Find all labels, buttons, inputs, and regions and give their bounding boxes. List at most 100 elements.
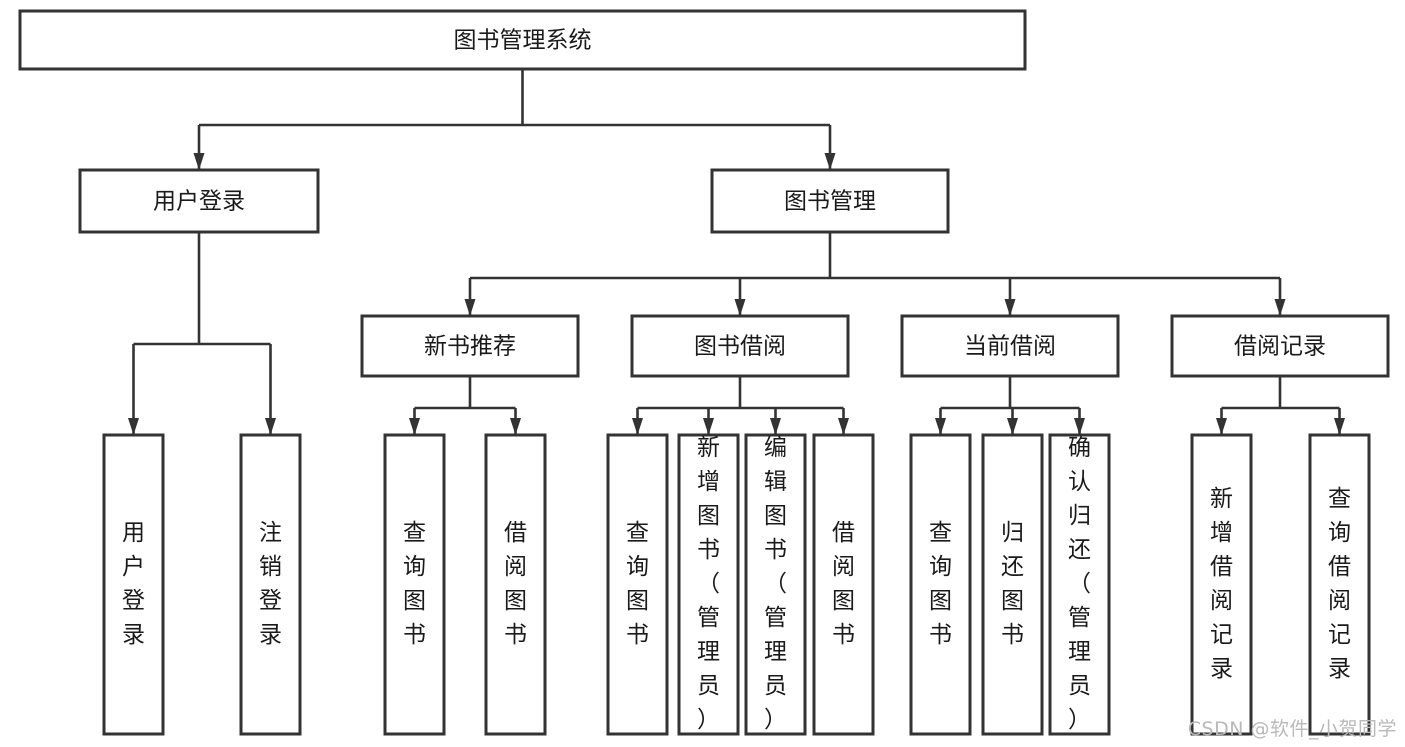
node-box-leaf-borrow-book-rec <box>484 433 547 736</box>
node-label-leaf-add-book-char-0: 新 <box>697 435 720 461</box>
node-box-leaf-user-logout <box>239 433 302 736</box>
arrow-head-icon <box>770 418 781 435</box>
node-label-leaf-borrow-book-rec-char-1: 阅 <box>504 554 527 580</box>
node-records[interactable]: 借阅记录 <box>1170 314 1390 378</box>
connector-group-root <box>193 69 836 170</box>
node-label-leaf-edit-book-char-8: ） <box>764 707 787 733</box>
node-box-leaf-query-record <box>1308 433 1371 736</box>
node-label-leaf-add-book-char-5: 管 <box>697 605 720 631</box>
node-label-leaf-add-record-char-1: 增 <box>1210 520 1233 546</box>
node-label-leaf-query-book-borrow-char-2: 图 <box>626 588 649 614</box>
node-label-leaf-add-book-char-2: 图 <box>697 503 720 529</box>
node-label-root: 图书管理系统 <box>454 28 592 54</box>
arrow-head-icon <box>1334 418 1345 435</box>
node-box-leaf-add-book <box>677 433 740 736</box>
node-label-leaf-borrow-book-char-1: 阅 <box>832 554 855 580</box>
node-label-leaf-add-record-char-3: 阅 <box>1210 588 1233 614</box>
node-box-bookmgmt <box>710 168 950 234</box>
arrow-head-icon <box>734 299 746 316</box>
connector-group-recommend <box>409 376 521 435</box>
node-label-leaf-user-logout-char-1: 销 <box>259 554 282 580</box>
node-label-leaf-query-record-char-3: 阅 <box>1328 588 1351 614</box>
node-label-leaf-return-book-char-3: 书 <box>1001 622 1024 648</box>
node-label-leaf-borrow-book-rec-char-0: 借 <box>504 520 527 546</box>
node-label-leaf-confirm-return-char-3: 还 <box>1068 537 1091 563</box>
node-box-leaf-query-book-rec <box>383 433 446 736</box>
node-label-leaf-borrow-book-char-2: 图 <box>832 588 855 614</box>
node-label-leaf-edit-book-char-7: 员 <box>764 673 787 699</box>
node-label-bookmgmt: 图书管理 <box>784 189 876 215</box>
node-label-leaf-borrow-book-char-0: 借 <box>832 520 855 546</box>
node-label-leaf-query-book-rec-char-1: 询 <box>403 554 426 580</box>
node-label-leaf-add-book-char-6: 理 <box>697 639 720 665</box>
node-label-leaf-query-book-rec-char-2: 图 <box>403 588 426 614</box>
node-bookmgmt[interactable]: 图书管理 <box>710 168 950 234</box>
node-label-leaf-user-login-char-0: 用 <box>122 520 145 546</box>
node-label-records: 借阅记录 <box>1234 334 1326 360</box>
node-label-leaf-user-login-char-3: 录 <box>122 622 145 648</box>
arrow-head-icon <box>1007 418 1018 435</box>
node-label-leaf-user-login-char-1: 户 <box>122 554 145 580</box>
connector-group-login <box>128 232 276 435</box>
node-box-leaf-confirm-return <box>1048 433 1111 736</box>
node-label-leaf-user-logout-char-2: 登 <box>259 588 282 614</box>
arrow-head-icon <box>265 418 276 435</box>
node-label-leaf-return-book-char-1: 还 <box>1001 554 1024 580</box>
node-borrow[interactable]: 图书借阅 <box>630 314 850 378</box>
node-label-leaf-query-book-current-char-1: 询 <box>929 554 952 580</box>
arrow-head-icon <box>510 418 521 435</box>
node-label-leaf-edit-book-char-4: （ <box>764 571 787 597</box>
node-label-leaf-confirm-return-char-1: 认 <box>1068 469 1091 495</box>
connectors-layer <box>128 69 1345 435</box>
arrow-head-icon <box>838 418 849 435</box>
node-label-leaf-add-record-char-5: 录 <box>1210 656 1233 682</box>
node-label-leaf-add-record-char-4: 记 <box>1210 622 1233 648</box>
node-box-login <box>78 168 320 234</box>
node-label-leaf-user-logout-char-3: 录 <box>259 622 282 648</box>
node-root[interactable]: 图书管理系统 <box>18 9 1027 71</box>
arrow-head-icon <box>1216 418 1227 435</box>
arrow-head-icon <box>1004 299 1016 316</box>
node-box-leaf-borrow-book <box>812 433 875 736</box>
node-label-leaf-add-book-char-4: （ <box>697 571 720 597</box>
node-box-leaf-query-book-current <box>909 433 972 736</box>
node-current[interactable]: 当前借阅 <box>900 314 1120 378</box>
node-label-leaf-edit-book-char-2: 图 <box>764 503 787 529</box>
node-box-records <box>1170 314 1390 378</box>
node-label-leaf-query-book-borrow-char-1: 询 <box>626 554 649 580</box>
node-label-leaf-query-record-char-4: 记 <box>1328 622 1351 648</box>
node-label-leaf-confirm-return-char-8: ） <box>1068 707 1091 733</box>
nodes-layer: 图书管理系统用户登录图书管理新书推荐图书借阅当前借阅借阅记录用户登录注销登录查询… <box>18 9 1390 736</box>
node-label-leaf-query-record-char-5: 录 <box>1328 656 1351 682</box>
node-label-leaf-query-book-borrow-char-3: 书 <box>626 622 649 648</box>
node-label-leaf-add-record-char-0: 新 <box>1210 486 1233 512</box>
node-label-leaf-edit-book-char-6: 理 <box>764 639 787 665</box>
node-label-leaf-query-book-rec-char-3: 书 <box>403 622 426 648</box>
node-label-leaf-edit-book-char-5: 管 <box>764 605 787 631</box>
node-label-leaf-confirm-return-char-2: 归 <box>1068 503 1091 529</box>
arrow-head-icon <box>824 153 836 170</box>
node-label-leaf-add-book-char-3: 书 <box>697 537 720 563</box>
node-login[interactable]: 用户登录 <box>78 168 320 234</box>
node-label-leaf-borrow-book-char-3: 书 <box>832 622 855 648</box>
node-label-leaf-return-book-char-0: 归 <box>1001 520 1024 546</box>
node-label-leaf-query-record-char-1: 询 <box>1328 520 1351 546</box>
node-label-borrow: 图书借阅 <box>694 334 786 360</box>
node-box-root <box>18 9 1027 71</box>
arrow-head-icon <box>464 299 476 316</box>
node-recommend[interactable]: 新书推荐 <box>360 314 580 378</box>
node-leaf-user-login[interactable]: 用户登录 <box>102 433 165 736</box>
